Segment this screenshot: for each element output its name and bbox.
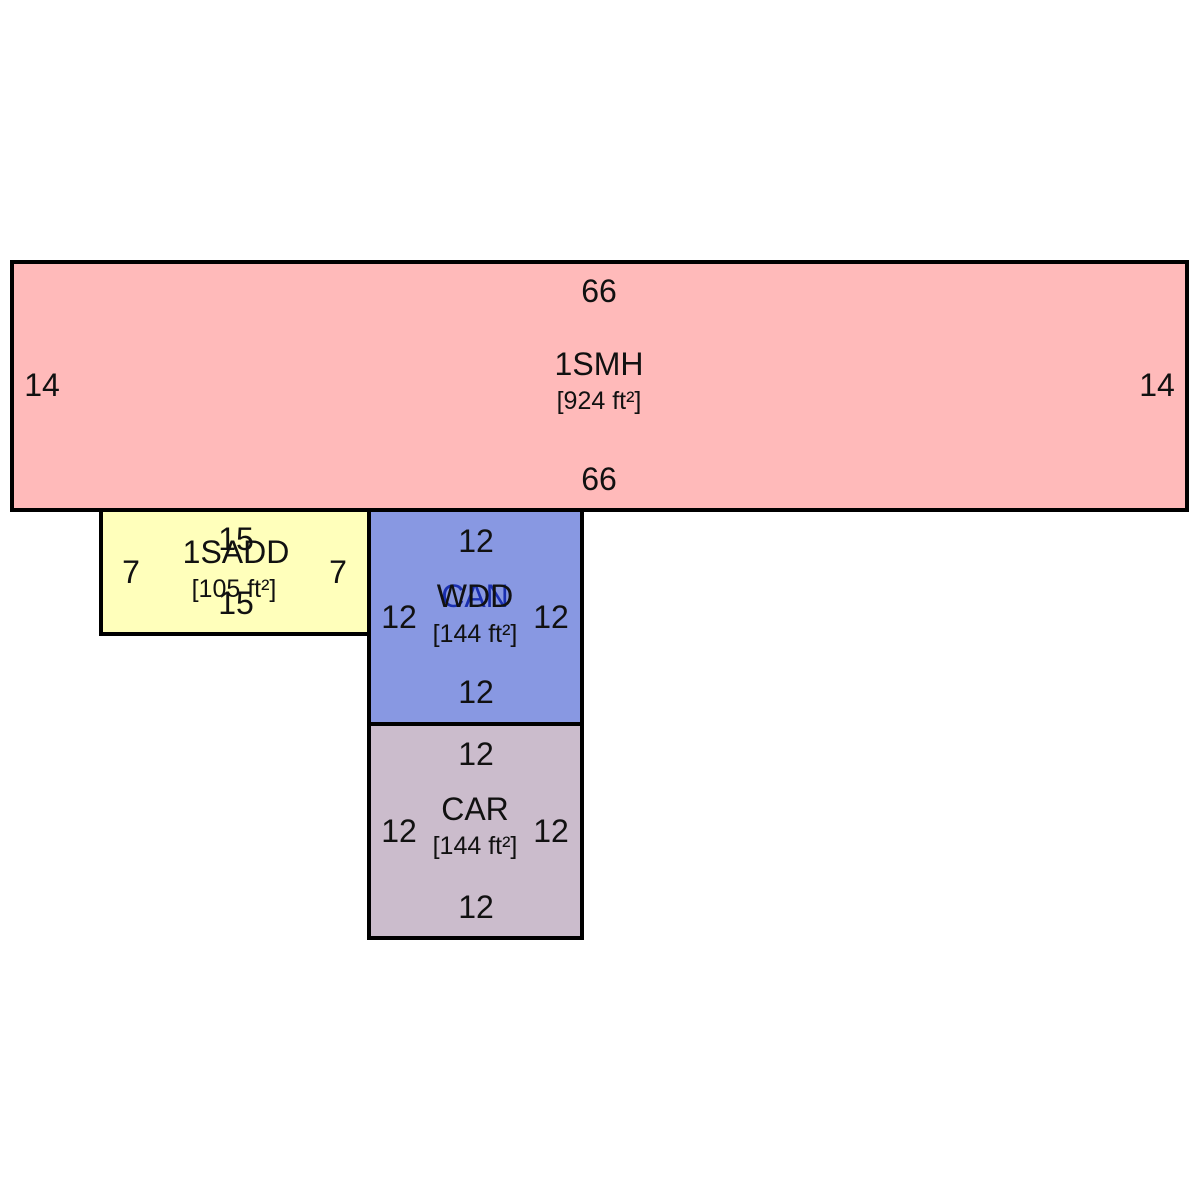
area-1smh-sqft: [924 ft²] [557,387,642,415]
area-wdd-sqft: [144 ft²] [433,620,518,648]
dim-1sadd-left: 7 [122,554,140,590]
dim-wdd-left: 12 [381,599,417,635]
dim-1smh-right: 14 [1139,367,1175,403]
area-car-code: CAR [441,791,509,827]
dim-1sadd-top: 15 [218,521,254,557]
dim-1smh-top: 66 [581,273,617,309]
dim-1sadd-bottom: 15 [218,585,254,621]
area-car-sqft: [144 ft²] [433,832,518,860]
dim-car-left: 12 [381,813,417,849]
area-1sadd[interactable]: 15 15 7 7 1SADD [105 ft²] [99,508,371,636]
area-1sadd-code: 1SADD [183,534,290,570]
area-1smh-shape[interactable] [10,260,1189,512]
area-can-code: CAN [441,578,509,614]
dim-1sadd-right: 7 [329,554,347,590]
area-1smh-code: 1SMH [555,346,644,382]
dim-car-right: 12 [533,813,569,849]
dim-car-bottom: 12 [458,889,494,925]
dim-1smh-bottom: 66 [581,461,617,497]
area-car-shape[interactable] [367,722,584,940]
area-1sadd-sqft: [105 ft²] [192,575,277,603]
dim-wdd-bottom: 12 [458,674,494,710]
dim-wdd-top: 12 [458,523,494,559]
area-wdd-code: WDD [437,578,513,614]
area-car[interactable]: 12 12 12 12 CAR [144 ft²] [367,722,584,940]
dim-wdd-right: 12 [533,599,569,635]
dim-car-top: 12 [458,736,494,772]
area-1smh[interactable]: 66 66 14 14 1SMH [924 ft²] [10,260,1189,512]
area-wdd[interactable]: 12 12 12 12 CAN WDD [144 ft²] [367,508,584,726]
area-wdd-shape[interactable] [367,508,584,726]
area-1sadd-shape[interactable] [99,508,371,636]
dim-1smh-left: 14 [24,367,60,403]
